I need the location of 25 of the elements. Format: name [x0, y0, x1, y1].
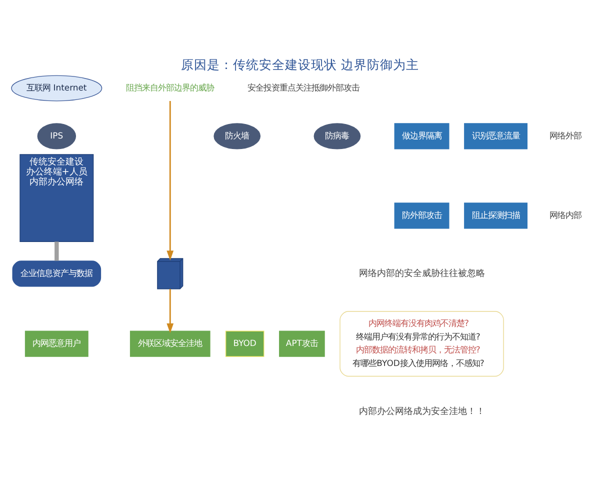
arrow: [166, 101, 174, 260]
node-ellipse: 防病毒: [314, 123, 361, 150]
node-box: BYOD: [225, 330, 264, 357]
node-text: 阻挡来自外部边界的威胁: [126, 82, 214, 92]
node-box: 识别恶意流量: [464, 123, 528, 150]
arrow: [166, 288, 174, 334]
node-box: 外联区域安全洼地: [130, 330, 210, 357]
label: 网络外部: [550, 130, 582, 140]
node-box: 防外部攻击: [394, 202, 450, 229]
label: 内部办公网络成为安全洼地！！: [358, 406, 485, 417]
node-ellipse: IPS: [37, 123, 76, 150]
node-ellipse: 防火墙: [214, 123, 261, 150]
node-box: 阻止探测扫描: [464, 202, 528, 229]
node-box: 内网终端有没有肉鸡不清楚? 终端用户有没有异常的行为不知道? 内部数据的流转和拷贝，无法管控? 有哪些BYOD接入使用网络，不感知?: [340, 311, 504, 377]
node-box: 传统安全建设 办公终端+人员 内部办公网络: [20, 154, 94, 242]
node-ellipse: 互联网 Internet: [11, 75, 102, 102]
node-box: 企业信息资产与数据: [12, 260, 102, 287]
diagram-title: 原因是：传统安全建设现状 边界防御为主: [180, 56, 420, 72]
node-box: APT攻击: [279, 330, 325, 357]
label: 网络内部的安全威胁往往被忽略: [358, 268, 485, 280]
connector: [54, 242, 59, 261]
label: 网络内部: [550, 210, 582, 220]
node-box: 内网恶意用户: [24, 330, 88, 357]
label: 安全投资重点关注抵御外部攻击: [247, 82, 360, 92]
node-box: 做边界隔离: [394, 123, 450, 150]
